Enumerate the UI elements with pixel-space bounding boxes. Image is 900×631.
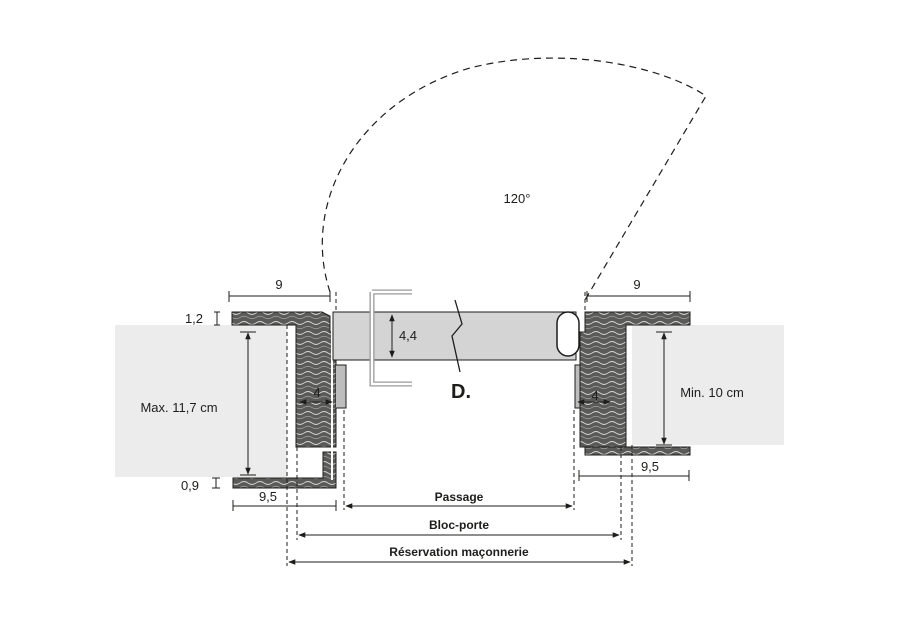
- door-break-mark: [451, 299, 463, 373]
- passage-label: Passage: [435, 490, 484, 504]
- left-frame-label: 4: [313, 385, 320, 400]
- door-swing-arc: [321, 57, 707, 301]
- door-handle: [556, 311, 580, 357]
- right-frame-label: 4: [591, 388, 598, 403]
- left-bottom-depth-label: 9,5: [259, 489, 277, 504]
- right-bottom-depth-label: 9,5: [641, 459, 659, 474]
- right-frame: [574, 311, 691, 456]
- left-bottom-cover-label: 0,9: [181, 478, 199, 493]
- right-wall-label: Min. 10 cm: [680, 385, 744, 400]
- left-wall-label: Max. 11,7 cm: [140, 400, 217, 415]
- bloc-porte-label: Bloc-porte: [429, 518, 489, 532]
- left-cover-label: 1,2: [185, 311, 203, 326]
- door-thickness-label: 4,4: [399, 328, 417, 343]
- left-wall: [115, 325, 287, 477]
- left-depth-label: 9: [275, 277, 282, 292]
- door-letter: D.: [451, 381, 471, 403]
- door-leaf: [332, 311, 577, 361]
- right-depth-label: 9: [633, 277, 640, 292]
- angle-label: 120°: [504, 191, 531, 206]
- right-wall: [632, 325, 784, 445]
- reservation-label: Réservation maçonnerie: [389, 545, 529, 559]
